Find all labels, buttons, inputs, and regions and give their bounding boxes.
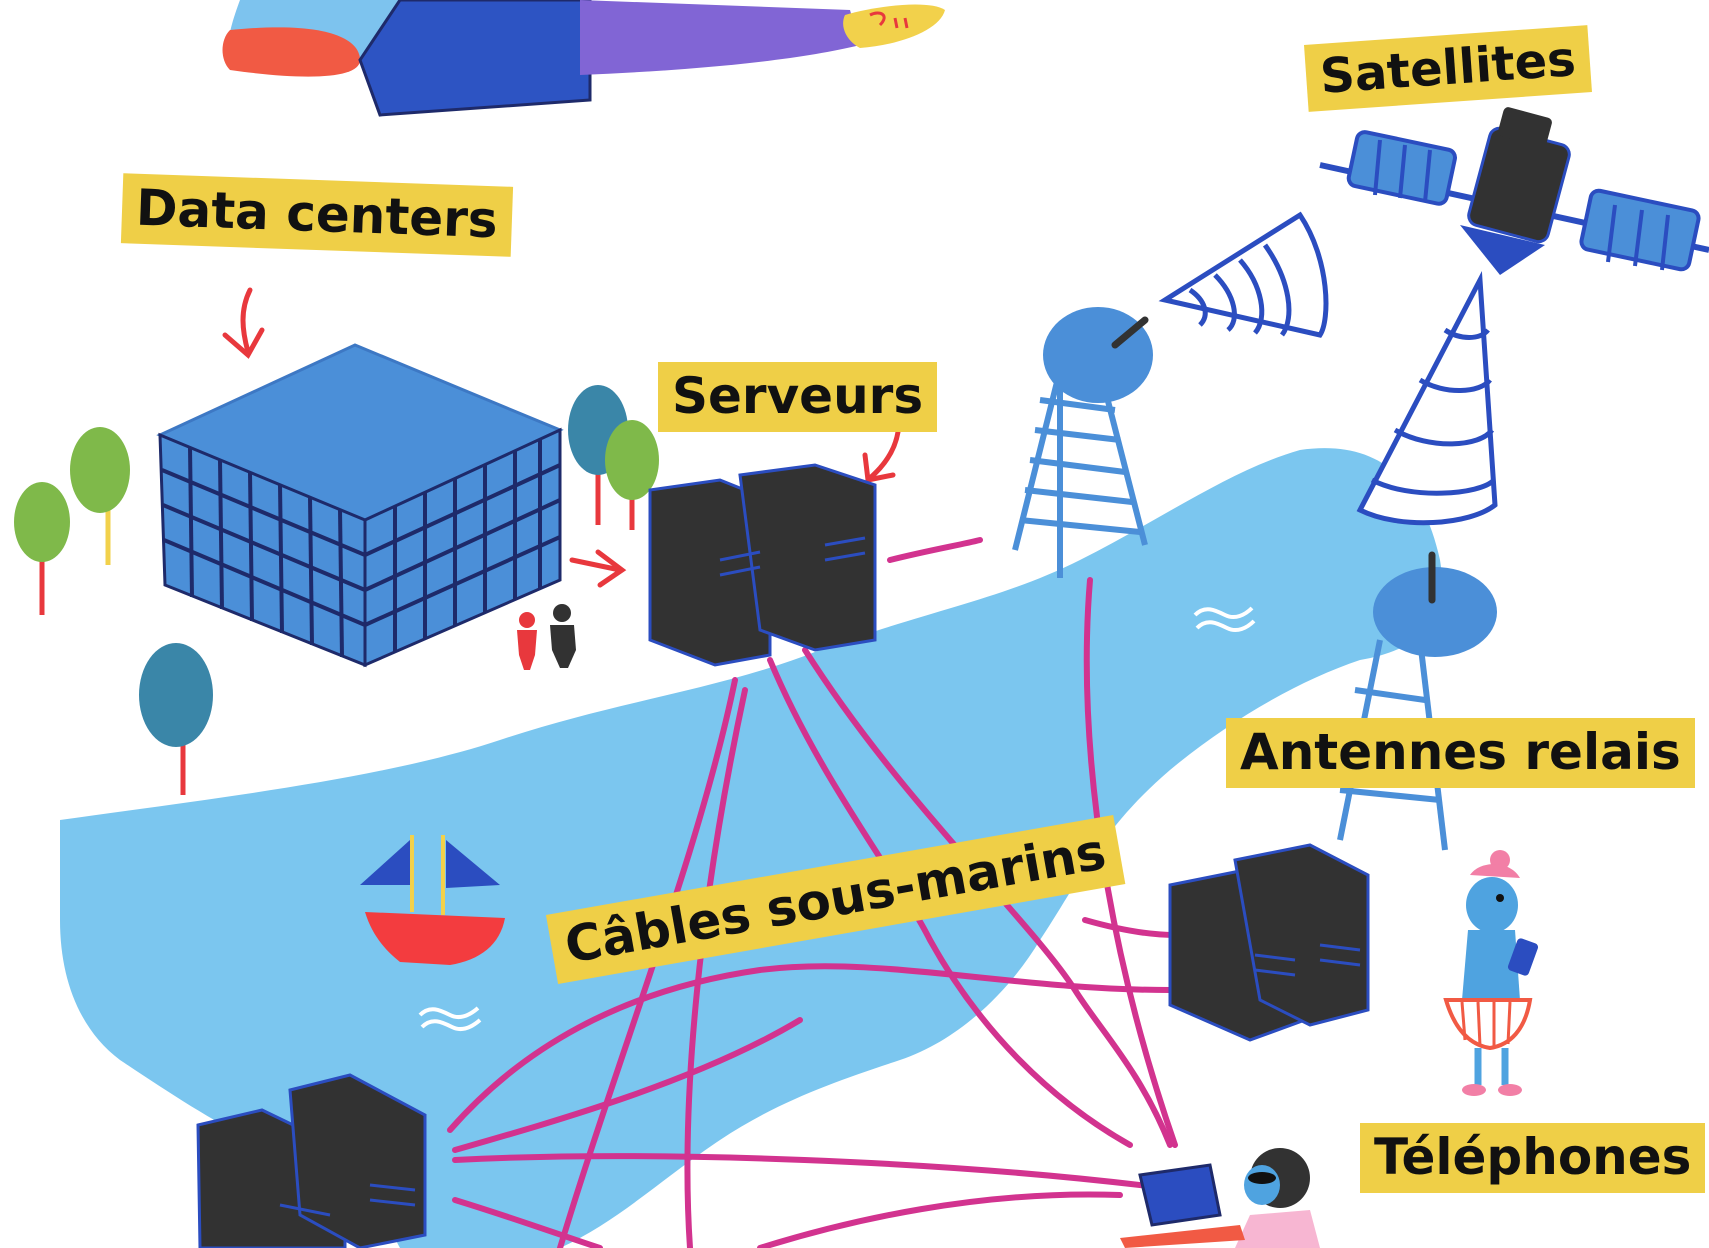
antenna-tower-bottom xyxy=(1337,551,1497,851)
people xyxy=(517,604,576,670)
data-center-building xyxy=(156,343,564,668)
signal-cone-left xyxy=(1158,211,1329,338)
person-at-laptop xyxy=(1120,1148,1320,1248)
waves xyxy=(418,606,1256,1031)
sea xyxy=(60,448,1442,1248)
signal-cone-right xyxy=(1356,270,1498,526)
satellite xyxy=(1319,107,1709,275)
label-antennes-relais: Antennes relais xyxy=(1226,718,1695,788)
server-bottom-left xyxy=(196,1073,427,1248)
trees xyxy=(14,385,659,795)
sailboat xyxy=(360,835,505,965)
person-with-phone xyxy=(1443,850,1539,1096)
label-serveurs: Serveurs xyxy=(658,362,938,432)
label-data-centers: Data centers xyxy=(120,173,513,257)
person-with-laptop xyxy=(222,0,945,117)
server-right xyxy=(1168,843,1370,1042)
server-main xyxy=(648,463,877,667)
arrows xyxy=(222,287,901,588)
antenna-tower-top xyxy=(1012,307,1153,578)
label-telephones: Téléphones xyxy=(1360,1123,1706,1193)
